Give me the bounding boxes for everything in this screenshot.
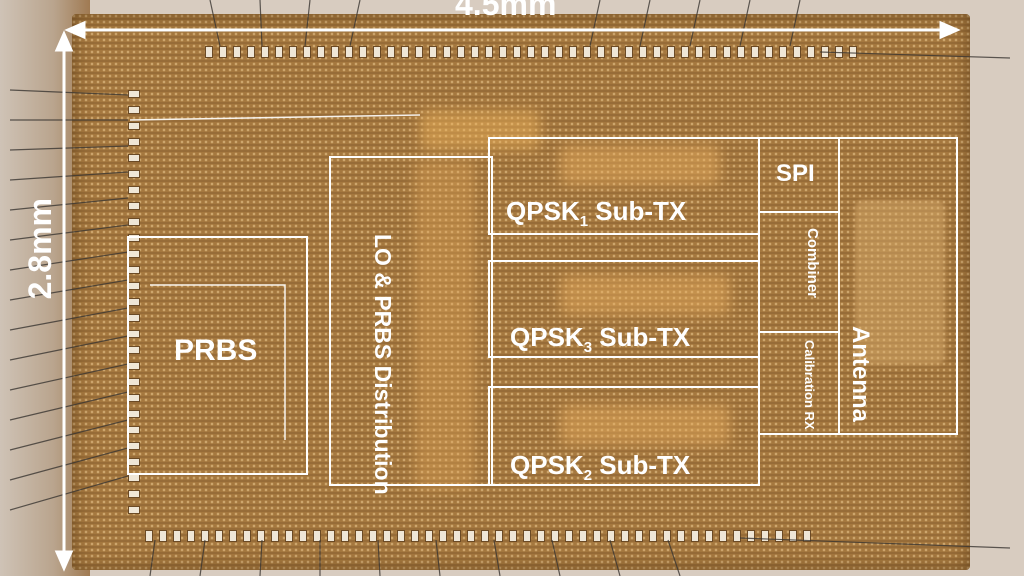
circuit-glow — [415, 160, 475, 490]
prbs-block — [127, 236, 308, 475]
antenna-pad-glow — [855, 200, 945, 365]
height-dimension-label: 2.8mm — [22, 198, 58, 300]
qpsk2-sub-tx-block — [488, 386, 760, 486]
left-bond-pads — [128, 90, 140, 514]
bottom-bond-pads — [145, 530, 811, 542]
circuit-glow — [560, 145, 720, 185]
qpsk2-sub-tx-label: QPSK2 Sub-TX — [510, 450, 691, 485]
circuit-glow — [420, 110, 540, 150]
antenna-label: Antenna — [847, 326, 874, 422]
qpsk1-sub-tx-label: QPSK1 Sub-TX — [506, 196, 687, 231]
prbs-label: PRBS — [174, 334, 258, 367]
antenna-block — [838, 137, 958, 435]
width-dimension-label: 4.5mm — [455, 0, 557, 22]
combiner-label: Combiner — [804, 228, 821, 299]
lo-prbs-distribution-label: LO & PRBS Distribution — [370, 234, 396, 495]
circuit-glow — [560, 275, 730, 315]
spi-label: SPI — [776, 160, 815, 187]
chip-die — [72, 14, 970, 570]
circuit-glow — [560, 405, 730, 445]
qpsk3-sub-tx-label: QPSK3 Sub-TX — [510, 322, 691, 357]
combiner-block — [758, 211, 840, 333]
lo-prbs-distribution-block — [329, 156, 493, 486]
calibration-rx-label: Calibration RX — [802, 340, 817, 430]
